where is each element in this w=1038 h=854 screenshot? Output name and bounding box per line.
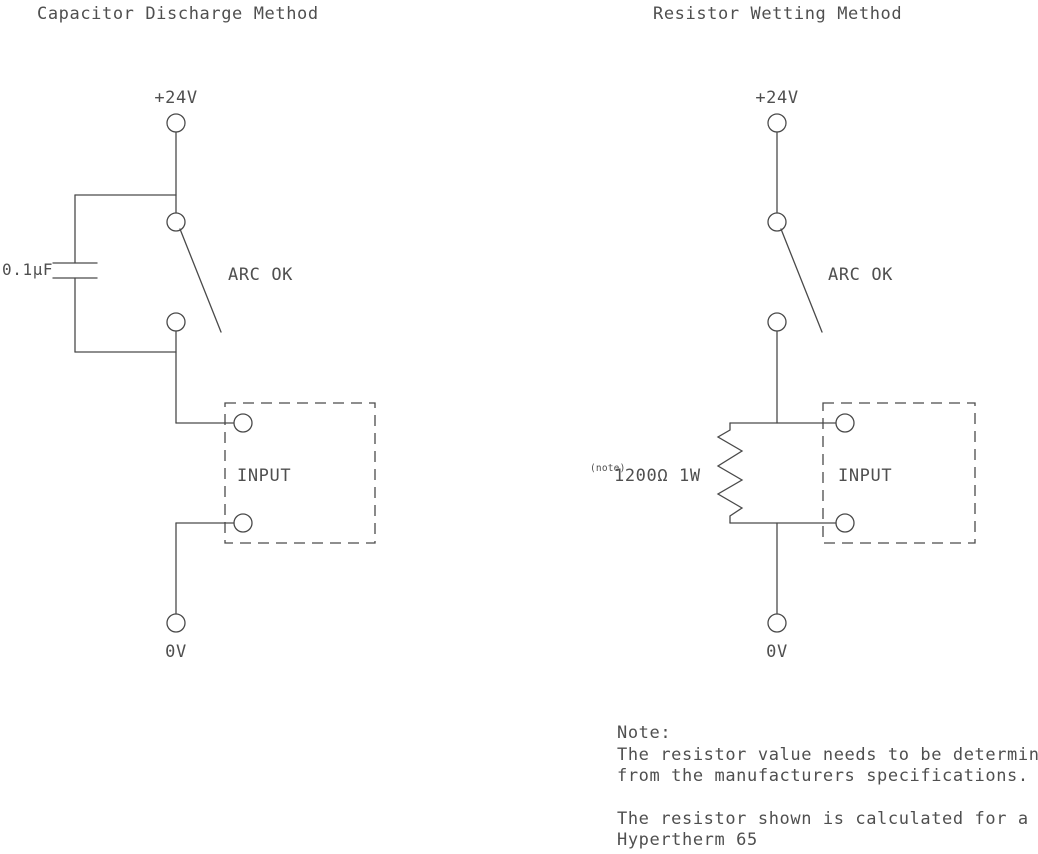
left-ground-terminal [166, 613, 186, 633]
resistor-note-reference: (note) [590, 463, 626, 474]
right-circuit-title: Resistor Wetting Method [653, 4, 902, 24]
resistor-value-label: 1200Ω 1W [614, 466, 701, 486]
note-block: Note: The resistor value needs to be det… [617, 723, 1038, 850]
right-ground-terminal [767, 613, 787, 633]
right-switch-top-contact [767, 212, 787, 232]
right-input-label: INPUT [838, 466, 892, 486]
right-switch-blade [780, 228, 823, 333]
right-supply-terminal [767, 113, 787, 133]
right-input-bottom-terminal [835, 513, 855, 533]
resistor-wetting-circuit: Resistor Wetting Method +24V ARC OK (not… [590, 4, 976, 662]
note-line: The resistor value needs to be determine… [617, 745, 1038, 765]
right-switch-label: ARC OK [828, 265, 893, 285]
right-ground-label: 0V [766, 642, 788, 662]
left-switch-bottom-contact [166, 312, 186, 332]
left-circuit-title: Capacitor Discharge Method [37, 4, 319, 24]
left-input-bottom-terminal [233, 513, 253, 533]
left-supply-terminal [166, 113, 186, 133]
capacitor-discharge-circuit: Capacitor Discharge Method +24V ARC OK 0… [2, 4, 376, 662]
capacitor-value-label: 0.1µF [2, 260, 53, 279]
resistor-symbol [716, 422, 744, 524]
left-supply-label: +24V [154, 88, 197, 108]
note-line: Hypertherm 65 [617, 830, 758, 850]
left-switch-blade [179, 228, 222, 333]
note-heading: Note: [617, 723, 671, 743]
left-input-box [224, 402, 376, 544]
left-input-label: INPUT [237, 466, 291, 486]
right-supply-label: +24V [755, 88, 798, 108]
right-input-box [822, 402, 976, 544]
right-switch-bottom-contact [767, 312, 787, 332]
note-line: from the manufacturers specifications. [617, 766, 1029, 786]
left-switch-label: ARC OK [228, 265, 293, 285]
left-ground-label: 0V [165, 642, 187, 662]
note-line: The resistor shown is calculated for a [617, 809, 1029, 829]
left-switch-top-contact [166, 212, 186, 232]
left-input-top-terminal [233, 413, 253, 433]
right-input-top-terminal [835, 413, 855, 433]
